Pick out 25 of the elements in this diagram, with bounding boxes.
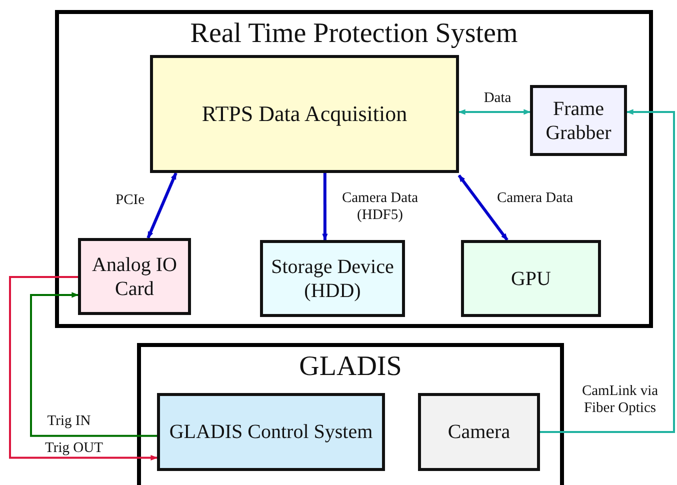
arrow [458, 174, 508, 241]
process-box: Frame Grabber [530, 85, 627, 156]
process-box: GLADIS Control System [157, 393, 385, 471]
process-box: RTPS Data Acquisition [150, 55, 459, 173]
frame-title: GLADIS [298, 353, 403, 381]
system-frame [137, 343, 564, 485]
edge-label: Trig OUT [44, 440, 104, 457]
edge-label: CamLink via Fiber Optics [580, 383, 660, 416]
system-frame [55, 10, 653, 328]
edge-label: Trig IN [46, 413, 92, 430]
edge-label: Camera Data [496, 190, 574, 207]
process-box: Storage Device (HDD) [260, 240, 405, 317]
frame-title: Real Time Protection System [189, 20, 519, 48]
edge-label: Data [482, 90, 512, 107]
arrow [458, 109, 531, 115]
arrow [30, 292, 157, 437]
arrow [322, 173, 328, 241]
arrow [540, 109, 675, 433]
edge-label: Camera Data (HDF5) [340, 190, 420, 224]
process-box: Analog IO Card [78, 238, 191, 315]
arrow [9, 276, 158, 461]
process-box: GPU [461, 240, 601, 317]
edge-label: PCIe [114, 192, 146, 209]
process-box: Camera [418, 393, 540, 471]
arrow [146, 172, 178, 239]
